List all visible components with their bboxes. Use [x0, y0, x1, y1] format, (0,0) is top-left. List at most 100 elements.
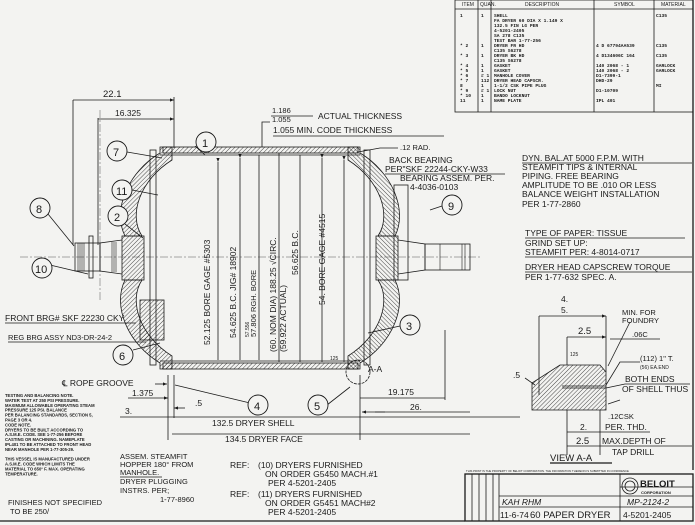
testing-note-line: WATER TEST AT 250 PSI PRESSURE.: [5, 398, 79, 403]
part-symbol: 4 D134606C 164: [596, 53, 635, 59]
dim-dryer-face: 134.5 DRYER FACE: [225, 434, 303, 444]
col-symbol: SYMBOL: [614, 2, 635, 8]
reference-note-2: REF: (11) DRYERS FURNISHED ON ORDER G545…: [230, 489, 376, 517]
testing-note-line: DRYERS TO BE BUILT ACCORDING TO: [5, 427, 84, 432]
svg-text:DYN. BAL.AT 5000 F.P.M. WITH: DYN. BAL.AT 5000 F.P.M. WITH: [522, 153, 644, 163]
dryer-shell: [160, 146, 360, 370]
dim-bore-gage-5303: 52.125 BORE GAGE #5303: [202, 239, 212, 345]
balloon-5: 5: [307, 386, 351, 416]
dim-bore-gage-4515: 54. BORE GAGE #4515: [317, 214, 327, 305]
finishes-note-line-1: FINISHES NOT SPECIFIED: [8, 498, 103, 507]
beloit-logo-icon: [621, 477, 639, 495]
drawing-number: 4-5201-2405: [623, 510, 671, 520]
testing-note-line: PER BALANCING STANDARDS, SECTION 5,: [5, 413, 93, 418]
back-head: [347, 146, 471, 370]
part-item: * 7: [460, 78, 469, 84]
thickness-leader: [261, 121, 270, 147]
col-quan: QUAN.: [480, 2, 496, 8]
part-description: DRYER HEAD CAPSCR.: [494, 78, 544, 84]
back-bearing-line-1: BACK BEARING: [389, 155, 453, 165]
reference-note-1: REF: (10) DRYERS FURNISHED ON ORDER G545…: [230, 460, 378, 488]
svg-text:STEAMFIT PER: 4-8014-0717: STEAMFIT PER: 4-8014-0717: [525, 247, 640, 257]
svg-text:TYPE OF PAPER: TISSUE: TYPE OF PAPER: TISSUE: [525, 228, 628, 238]
svg-text:ON ORDER G5451 MACH#2: ON ORDER G5451 MACH#2: [265, 498, 376, 508]
aa-tap-drill: TAP DRILL: [612, 447, 654, 457]
back-bearing-line-2: PER"SKF 22244-CKY-W33: [385, 164, 488, 174]
part-symbol: 4 D 67794AA539: [596, 43, 635, 49]
part-item: * 10: [460, 93, 471, 99]
balloon-4: 4: [174, 384, 269, 416]
dim-16-325: 16.325: [115, 108, 141, 118]
drawing-date: 11-6-74: [500, 510, 529, 520]
bottom-dimensions: [120, 330, 520, 440]
part-description: FA DRYER 60 DIA X 1.149 X: [494, 18, 563, 24]
part-description: TEST BAR 1-77-256: [494, 38, 541, 44]
balloon-1: 1: [194, 131, 217, 156]
finishes-note-line-2: TO BE 250/: [10, 507, 50, 516]
aa-both-ends-2: OF SHELL THUS: [622, 384, 688, 394]
svg-text:PIPING. FREE BEARING: PIPING. FREE BEARING: [522, 171, 619, 181]
part-description: SA 278 C135: [494, 33, 525, 39]
part-material: C135: [656, 43, 667, 49]
testing-note-line: CODE NOTE.: [5, 422, 31, 427]
svg-text:6: 6: [119, 351, 125, 363]
company-name: BELOIT: [640, 479, 675, 490]
dim-1-375: 1.375: [132, 388, 154, 398]
thickness-min-code: 1.055 MIN. CODE THICKNESS: [273, 125, 393, 135]
manhole-cover: [139, 299, 165, 341]
dim-nominal-dia: (60. NOM DIA) 188.25 √CIRC.: [268, 237, 278, 352]
svg-text:3: 3: [406, 321, 412, 333]
part-description: GASKET: [494, 63, 511, 69]
svg-text:DRYER HEAD CAPSCREW TORQUE: DRYER HEAD CAPSCREW TORQUE: [525, 262, 671, 272]
dim-19-175: 19.175: [388, 387, 414, 397]
parts-list-table: ITEM QUAN. DESCRIPTION SYMBOL MATERIAL 1…: [454, 0, 694, 113]
svg-text:11: 11: [116, 186, 127, 198]
svg-text:STEAMFIT TIPS & INTERNAL: STEAMFIT TIPS & INTERNAL: [522, 162, 638, 172]
dynamic-balance-note: DYN. BAL.AT 5000 F.P.M. WITH STEAMFIT TI…: [522, 153, 692, 209]
part-material: C135: [656, 53, 667, 59]
balloon-7: 7: [106, 140, 163, 162]
svg-text:7: 7: [113, 147, 119, 159]
part-item: * 5: [460, 68, 469, 74]
svg-text:REF:: REF:: [230, 460, 249, 470]
company-sub: CORPORATION: [641, 490, 671, 495]
part-quan: 1: [481, 98, 484, 104]
balloon-6: 6: [112, 342, 161, 366]
dim-actual-dia: (59.922 ACTUAL): [278, 285, 288, 352]
part-material: GARLOCK: [656, 63, 676, 69]
locknut: [88, 235, 94, 279]
testing-note-line: THIS VESSEL IS MANUFACTURED UNDER: [5, 457, 90, 462]
part-description: LOCK NUT: [494, 88, 516, 94]
svg-text:GRIND SET UP:: GRIND SET UP:: [525, 238, 588, 248]
part-item: * 6: [460, 73, 469, 79]
part-quan: 1: [481, 93, 484, 99]
part-quan: # 1: [481, 88, 490, 94]
svg-text:10: 10: [35, 264, 47, 276]
aa-chamfer: .06C: [632, 330, 648, 339]
part-description: 4-5201-2405: [494, 28, 525, 34]
svg-text:ON ORDER G5450 MACH.#1: ON ORDER G5450 MACH.#1: [265, 469, 378, 479]
svg-text:1-77-8960: 1-77-8960: [160, 495, 194, 504]
part-description: MANHOLE COVER: [494, 73, 530, 79]
testing-note-line: A.S.M.E. CODE. SEE 1-77-256 BEFORE: [5, 432, 82, 437]
testing-note-line: MATERIAL TO 650° F. MAX. OPERATING: [5, 467, 85, 472]
back-bearing-line-3: BEARING ASSEM. PER.: [400, 173, 494, 183]
testing-note-line: TEMPERATURE.: [5, 471, 38, 476]
diameter-dimensions: [216, 153, 346, 362]
aa-per-thd: PER. THD.: [605, 422, 647, 432]
part-item: * 2: [460, 43, 469, 49]
col-item: ITEM: [462, 2, 474, 8]
part-material: GARLOCK: [656, 68, 676, 74]
part-item: 1: [460, 13, 463, 19]
part-symbol: D1-7399-1: [596, 73, 621, 79]
testing-note-line: CASTING OR MACHINING. NAMEPLATE: [5, 437, 85, 442]
front-journal: [74, 242, 101, 272]
dim-dryer-shell: 132.5 DRYER SHELL: [212, 418, 295, 428]
svg-text:INSTRS. PER;: INSTRS. PER;: [120, 486, 169, 495]
